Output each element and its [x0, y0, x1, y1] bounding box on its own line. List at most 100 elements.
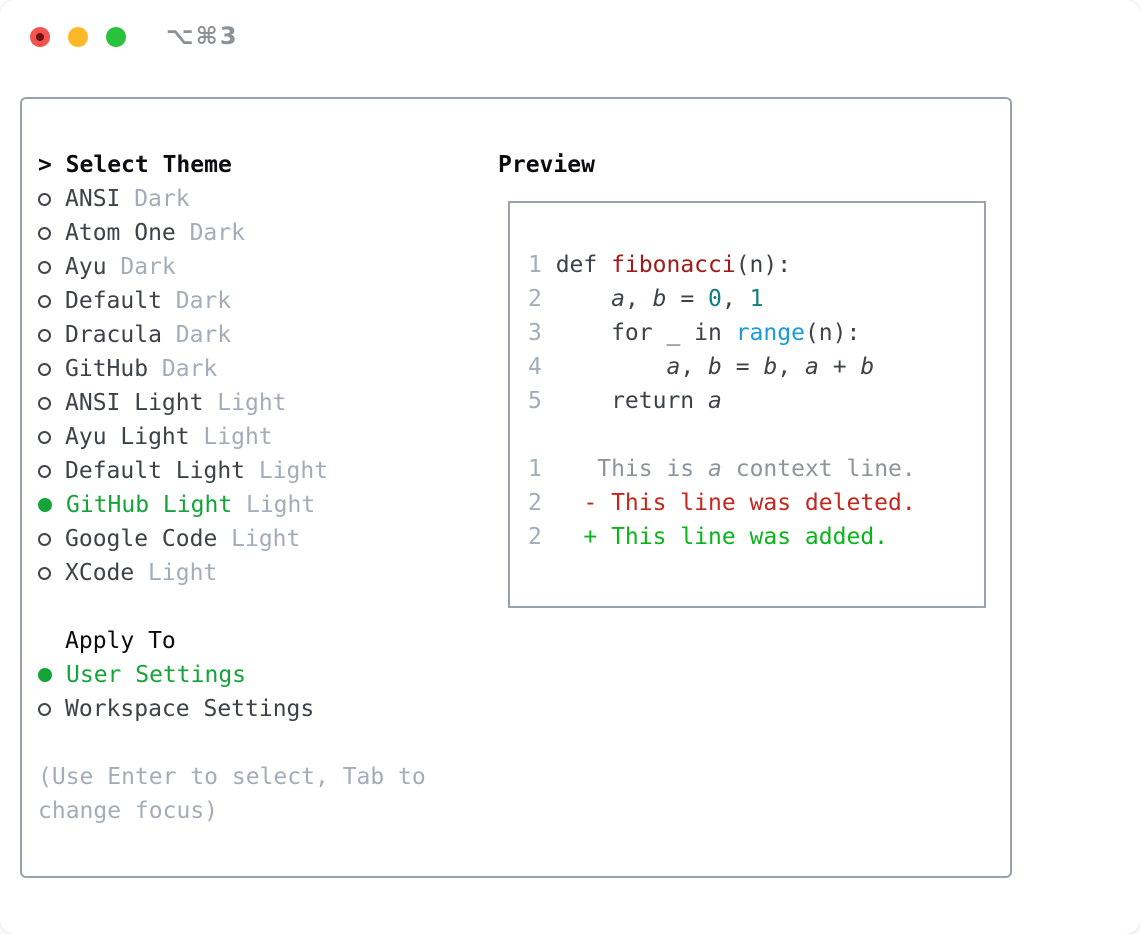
- code-token: - This line was deleted.: [555, 490, 916, 516]
- apply-to-option[interactable]: Workspace Settings: [38, 692, 468, 726]
- code-token: a: [805, 354, 819, 380]
- theme-option[interactable]: Atom One Dark: [38, 216, 468, 250]
- window-title: ⌥⌘3: [166, 22, 239, 50]
- variant-tag: Dark: [120, 254, 176, 280]
- spacer: [38, 590, 468, 624]
- line-number: 2: [528, 490, 542, 516]
- code-token: +: [818, 354, 861, 380]
- close-button[interactable]: [30, 27, 50, 47]
- theme-option[interactable]: ANSI Dark: [38, 182, 468, 216]
- variant-tag: Light: [217, 390, 287, 416]
- radio-selected-icon: [38, 668, 52, 682]
- option-label: Ayu: [65, 254, 107, 280]
- radio-unselected-icon: [38, 260, 51, 274]
- code-token: range: [735, 320, 805, 346]
- code-line: 4 a, b = b, a + b: [528, 350, 984, 384]
- code-token: b: [763, 354, 778, 380]
- radio-unselected-icon: [38, 362, 51, 376]
- option-label: ANSI: [65, 186, 121, 212]
- variant-tag: Light: [245, 492, 316, 518]
- code-token: def: [555, 252, 612, 278]
- code-token: This is: [555, 456, 709, 482]
- variant-tag: Dark: [175, 288, 232, 314]
- code-token: b: [652, 286, 667, 312]
- theme-option[interactable]: Ayu Dark: [38, 250, 468, 284]
- radio-unselected-icon: [38, 566, 51, 580]
- code-token: a: [708, 388, 722, 414]
- code-token: for _ in: [555, 320, 736, 346]
- code-line: 3 for _ in range(n):: [528, 316, 984, 350]
- option-label: XCode: [65, 560, 135, 586]
- prompt-caret-icon: >: [38, 152, 52, 178]
- radio-unselected-icon: [38, 430, 51, 444]
- code-line: 5 return a: [528, 384, 984, 418]
- code-token: [556, 286, 611, 312]
- code-token: return: [555, 388, 709, 414]
- radio-unselected-icon: [38, 294, 51, 308]
- line-number: 1: [528, 456, 542, 482]
- variant-tag: Light: [203, 424, 273, 450]
- radio-unselected-icon: [38, 702, 51, 716]
- code-token: ,: [721, 286, 750, 312]
- radio-unselected-icon: [38, 192, 51, 206]
- option-label: Dracula: [65, 322, 162, 348]
- option-label: User Settings: [66, 662, 247, 688]
- line-number: 2: [528, 524, 542, 550]
- option-label: GitHub Light: [66, 492, 233, 518]
- code-token: + This line was added.: [555, 524, 889, 550]
- spacer: [38, 726, 468, 760]
- radio-unselected-icon: [38, 226, 51, 240]
- help-text: (Use Enter to select, Tab to change focu…: [38, 764, 426, 824]
- apply-to-option[interactable]: User Settings: [38, 658, 468, 692]
- code-token: fibonacci: [611, 252, 736, 278]
- line-number: 2: [528, 286, 542, 312]
- option-label: Default Light: [65, 458, 246, 484]
- option-label: Workspace Settings: [65, 696, 315, 722]
- code-token: =: [721, 354, 764, 380]
- option-label: Ayu Light: [65, 424, 190, 450]
- code-line: 2 a, b = 0, 1: [528, 282, 984, 316]
- code-token: b: [860, 354, 875, 380]
- radio-unselected-icon: [38, 464, 51, 478]
- option-label: Atom One: [65, 220, 176, 246]
- radio-selected-icon: [38, 498, 52, 512]
- variant-tag: Dark: [189, 220, 245, 246]
- select-theme-title: Select Theme: [65, 152, 232, 178]
- theme-option[interactable]: Ayu Light Light: [38, 420, 468, 454]
- code-token: b: [708, 354, 722, 380]
- apply-to-header: Apply To: [65, 628, 176, 654]
- code-token: (n):: [804, 320, 861, 346]
- variant-tag: Light: [231, 526, 301, 552]
- window-controls: [30, 27, 126, 47]
- variant-tag: Dark: [161, 356, 218, 382]
- code-token: 1: [749, 286, 764, 312]
- theme-option[interactable]: GitHub Light Light: [38, 488, 468, 522]
- variant-tag: Light: [258, 458, 329, 484]
- line-number: 1: [528, 252, 542, 278]
- minimize-button[interactable]: [68, 27, 88, 47]
- line-number: 3: [528, 320, 542, 346]
- option-label: Google Code: [65, 526, 218, 552]
- zoom-button[interactable]: [106, 27, 126, 47]
- code-token: =: [666, 286, 709, 312]
- line-number: 4: [528, 354, 542, 380]
- radio-unselected-icon: [38, 396, 51, 410]
- theme-option[interactable]: Google Code Light: [38, 522, 468, 556]
- theme-option[interactable]: Default Light Light: [38, 454, 468, 488]
- code-token: ,: [680, 354, 709, 380]
- code-token: [556, 354, 667, 380]
- variant-tag: Dark: [134, 186, 190, 212]
